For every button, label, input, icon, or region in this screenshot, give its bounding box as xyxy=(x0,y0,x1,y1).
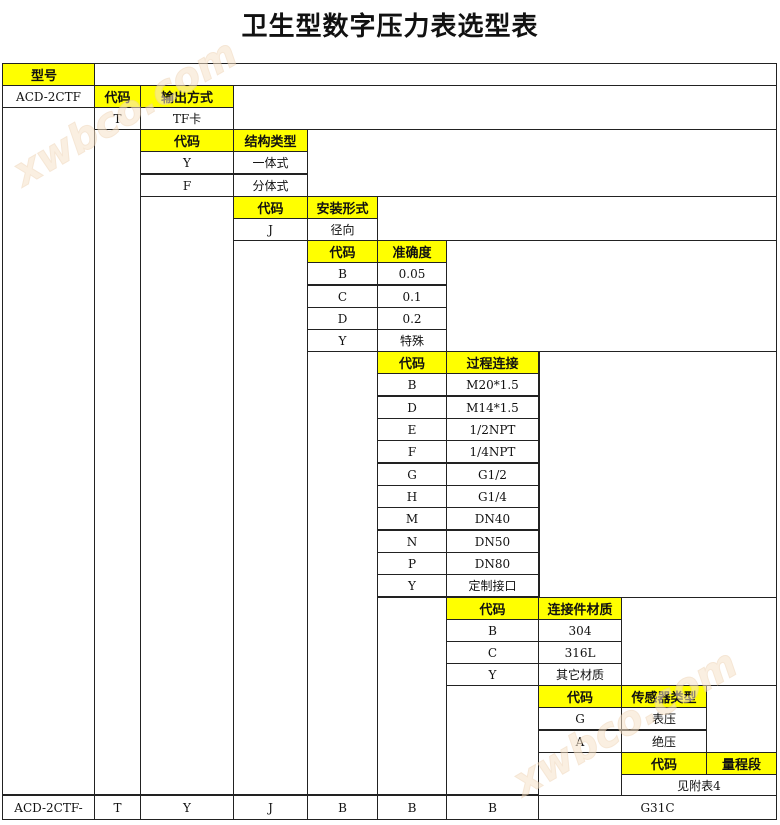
process-code: B xyxy=(377,373,447,396)
structure-header: 结构类型 xyxy=(233,129,308,152)
blank-area xyxy=(621,597,777,686)
accuracy-header: 准确度 xyxy=(377,240,447,263)
process-value: 1/4NPT xyxy=(446,440,539,463)
example-tail: G31C xyxy=(538,795,777,820)
material-code: C xyxy=(446,641,539,664)
structure-code: Y xyxy=(140,151,234,174)
accuracy-value: 0.2 xyxy=(377,307,447,330)
process-code: E xyxy=(377,418,447,441)
accuracy-value: 0.1 xyxy=(377,285,447,308)
blank-area xyxy=(706,685,777,753)
column-mounting xyxy=(233,240,308,795)
output-value: TF卡 xyxy=(140,107,234,130)
material-value: 316L xyxy=(538,641,622,664)
output-header: 输出方式 xyxy=(140,85,234,108)
example-accuracy: B xyxy=(307,795,378,820)
structure-code: F xyxy=(140,174,234,197)
process-code: M xyxy=(377,507,447,530)
material-header: 连接件材质 xyxy=(538,597,622,620)
column-structure xyxy=(140,196,234,795)
sensor-code: A xyxy=(538,730,622,753)
code-header: 代码 xyxy=(140,129,234,152)
process-code: D xyxy=(377,396,447,419)
range-header: 量程段 xyxy=(706,752,777,775)
accuracy-value: 特殊 xyxy=(377,329,447,352)
process-code: P xyxy=(377,552,447,575)
mounting-code: J xyxy=(233,218,308,241)
sensor-value: 表压 xyxy=(621,707,707,730)
material-code: B xyxy=(446,619,539,642)
process-value: G1/2 xyxy=(446,463,539,486)
accuracy-code: Y xyxy=(307,329,378,352)
sensor-header: 传感器类型 xyxy=(621,685,707,708)
code-header: 代码 xyxy=(94,85,141,108)
example-output: T xyxy=(94,795,141,820)
process-code: G xyxy=(377,463,447,486)
mounting-value: 径向 xyxy=(307,218,378,241)
code-header: 代码 xyxy=(538,685,622,708)
column-accuracy xyxy=(307,351,378,795)
column-output xyxy=(94,129,141,795)
blank-area xyxy=(94,63,777,86)
process-value: M14*1.5 xyxy=(446,396,539,419)
example-material: B xyxy=(446,795,539,820)
process-value: 1/2NPT xyxy=(446,418,539,441)
blank-area xyxy=(446,240,777,352)
sensor-value: 绝压 xyxy=(621,730,707,753)
page-title: 卫生型数字压力表选型表 xyxy=(241,12,539,42)
process-value: DN40 xyxy=(446,507,539,530)
code-header: 代码 xyxy=(377,351,447,374)
blank-area xyxy=(539,351,777,598)
code-header: 代码 xyxy=(307,240,378,263)
column-model xyxy=(2,107,95,795)
blank-area xyxy=(233,85,777,130)
process-code: F xyxy=(377,440,447,463)
process-code: N xyxy=(377,530,447,553)
material-value: 304 xyxy=(538,619,622,642)
process-value: 定制接口 xyxy=(446,574,539,597)
material-value: 其它材质 xyxy=(538,663,622,686)
range-note: 见附表4 xyxy=(621,774,777,796)
accuracy-value: 0.05 xyxy=(377,262,447,285)
mounting-header: 安装形式 xyxy=(307,196,378,219)
process-header: 过程连接 xyxy=(446,351,539,374)
example-process: B xyxy=(377,795,447,820)
example-structure: Y xyxy=(140,795,234,820)
accuracy-code: C xyxy=(307,285,378,308)
accuracy-code: B xyxy=(307,262,378,285)
example-mounting: J xyxy=(233,795,308,820)
structure-value: 一体式 xyxy=(233,151,308,174)
sensor-code: G xyxy=(538,707,622,730)
process-value: DN50 xyxy=(446,530,539,553)
structure-value: 分体式 xyxy=(233,174,308,197)
accuracy-code: D xyxy=(307,307,378,330)
base-model: ACD-2CTF xyxy=(2,85,95,108)
blank-area xyxy=(377,196,777,241)
process-value: DN80 xyxy=(446,552,539,575)
output-code: T xyxy=(94,107,141,130)
process-code: H xyxy=(377,485,447,508)
material-code: Y xyxy=(446,663,539,686)
process-code: Y xyxy=(377,574,447,597)
code-header: 代码 xyxy=(233,196,308,219)
column-material xyxy=(446,685,539,795)
model-header: 型号 xyxy=(2,63,95,86)
column-process xyxy=(377,597,447,795)
process-value: G1/4 xyxy=(446,485,539,508)
example-model: ACD-2CTF- xyxy=(2,795,95,820)
blank-area xyxy=(307,129,777,197)
code-header: 代码 xyxy=(621,752,707,775)
process-value: M20*1.5 xyxy=(446,373,539,396)
code-header: 代码 xyxy=(446,597,539,620)
